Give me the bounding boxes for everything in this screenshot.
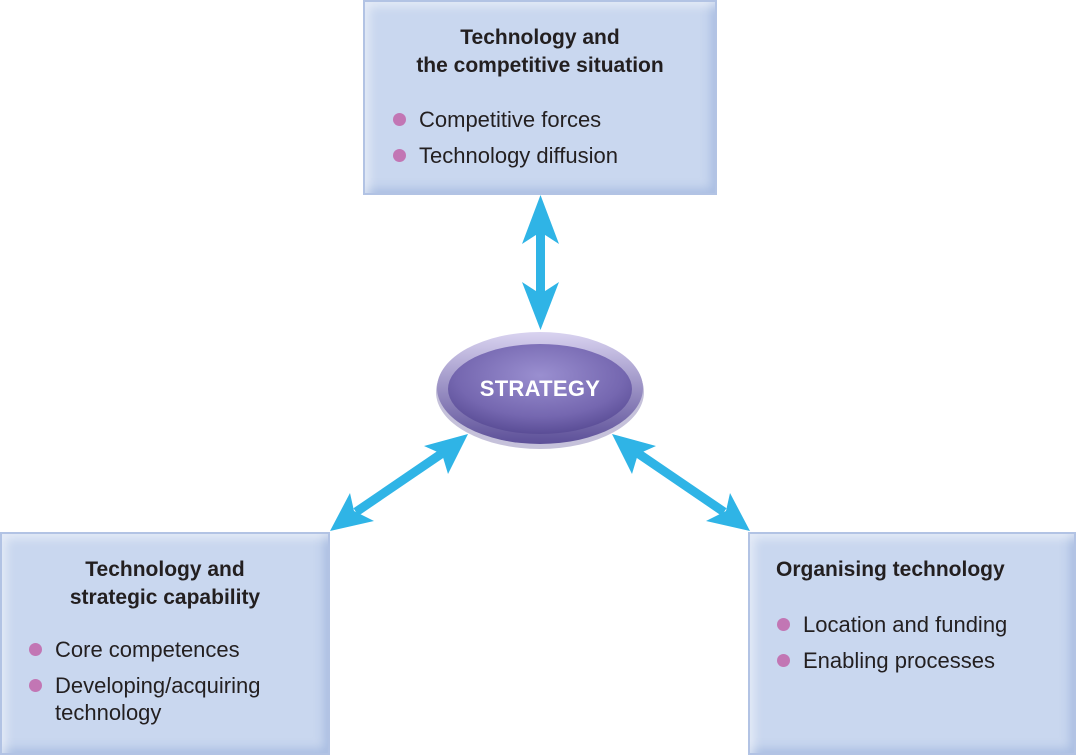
arrow-right: [612, 434, 750, 531]
arrow-top: [522, 195, 559, 330]
bullet-list: Competitive forces Technology diffusion: [393, 106, 717, 169]
list-item: Competitive forces: [393, 106, 717, 133]
strategy-label: STRATEGY: [479, 376, 601, 401]
bullet-list: Core competences Developing/acquiring te…: [29, 636, 330, 726]
arrow-left: [330, 434, 468, 531]
bullet-icon: [393, 113, 406, 126]
list-item: Technology diffusion: [393, 142, 717, 169]
box-title: Organising technology: [776, 558, 1005, 581]
competitive-situation-box: Technology and the competitive situation…: [363, 0, 717, 195]
strategic-capability-box: Technology and strategic capability Core…: [0, 532, 330, 755]
bullet-icon: [777, 654, 790, 667]
bullet-icon: [777, 618, 790, 631]
list-item: Enabling processes: [777, 647, 1076, 674]
bullet-list: Location and funding Enabling processes: [777, 611, 1076, 674]
bullet-icon: [29, 679, 42, 692]
list-item: Location and funding: [777, 611, 1076, 638]
box-title: Technology and the competitive situation: [416, 26, 664, 77]
list-item: Core competences: [29, 636, 330, 663]
bullet-icon: [393, 149, 406, 162]
list-item: Developing/acquiring technology: [29, 672, 330, 726]
box-title: Technology and strategic capability: [69, 558, 261, 609]
organising-technology-box: Organising technology Location and fundi…: [748, 532, 1076, 755]
bullet-icon: [29, 643, 42, 656]
strategy-ellipse: [436, 332, 644, 449]
